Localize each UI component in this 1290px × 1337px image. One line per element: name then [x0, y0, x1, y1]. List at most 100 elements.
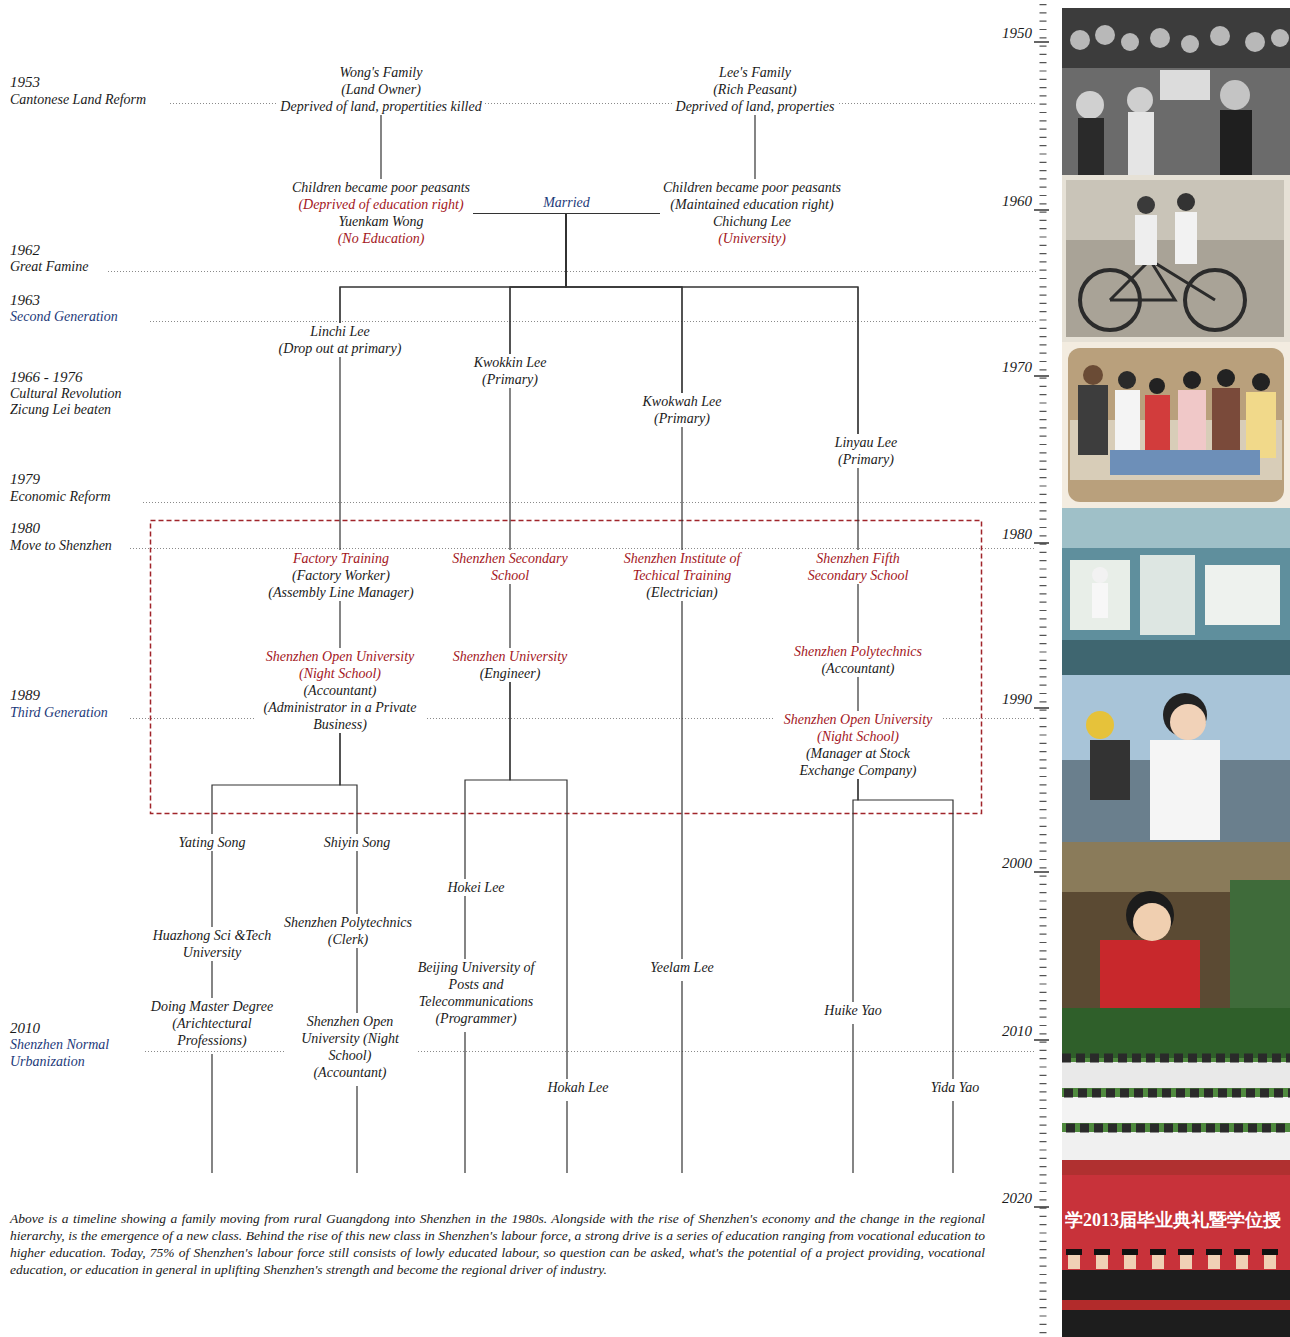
family-member: Yida Yao	[928, 1079, 983, 1096]
member-text: Hokei Lee	[447, 879, 504, 896]
member-text: Chichung Lee	[663, 213, 841, 230]
family-line	[356, 851, 357, 914]
member-text: Yating Song	[179, 834, 246, 851]
photo-text: 学2013届毕业典礼暨学位授	[1065, 1212, 1281, 1229]
event-label: Economic Reform	[10, 488, 111, 505]
member-text: Shenzhen Polytechnics	[794, 643, 922, 660]
member-text: (No Education)	[292, 230, 470, 247]
family-member: Wong's Family(Land Owner)Deprived of lan…	[277, 64, 484, 115]
member-text: Beijing University of Posts and Telecomm…	[411, 959, 541, 1010]
ruler-year: 1960	[1002, 193, 1032, 210]
member-text: Factory Training	[268, 550, 413, 567]
period-line	[108, 104, 1036, 1052]
family-member: Lee's Family(Rich Peasant)Deprived of la…	[673, 64, 838, 115]
member-text: (Assembly Line Manager)	[268, 584, 413, 601]
edge-label: Married	[543, 194, 590, 211]
event-label: Cultural Revolution	[10, 385, 122, 402]
year-label: 2010	[10, 1020, 40, 1037]
member-text: Shenzhen Secondary School	[445, 550, 575, 584]
family-member: Shenzhen Open University (Night School) (…	[255, 648, 426, 733]
member-text: Wong's Family	[280, 64, 481, 81]
ruler-year: 2000	[1002, 855, 1032, 872]
family-line	[509, 584, 510, 648]
member-text: Huike Yao	[824, 1002, 881, 1019]
member-text: (University)	[663, 230, 841, 247]
family-line	[681, 427, 682, 550]
lineage-line	[566, 1101, 567, 1173]
family-member: Doing Master Degree(Arichtectural Profes…	[144, 998, 280, 1049]
archive-photo	[1062, 342, 1290, 508]
family-line	[212, 733, 340, 834]
family-member: Shenzhen University(Engineer)	[450, 648, 571, 682]
lineage-line	[952, 1101, 953, 1173]
member-text: Children became poor peasants	[292, 179, 470, 196]
member-text: Yuenkam Wong	[292, 213, 470, 230]
member-text: (Land Owner)	[280, 81, 481, 98]
event-label: Zicung Lei beaten	[10, 401, 111, 418]
member-text: Huazhong Sci &Tech University	[142, 927, 282, 961]
member-text: Lee's Family	[676, 64, 835, 81]
member-text: Children became poor peasants	[663, 179, 841, 196]
member-text: Shenzhen Open University (Night School)	[258, 648, 423, 682]
member-text: (Engineer)	[453, 665, 568, 682]
family-line	[356, 948, 357, 1013]
family-member: Shenzhen Fifth Secondary School	[785, 550, 931, 584]
caption: Above is a timeline showing a family mov…	[10, 1210, 985, 1278]
family-member: Kwokkin Lee(Primary)	[471, 354, 550, 388]
member-text: (Rich Peasant)	[676, 81, 835, 98]
family-line	[380, 115, 381, 179]
family-member: Children became poor peasants(Maintained…	[660, 179, 844, 247]
family-member: Yating Song	[176, 834, 249, 851]
family-line	[857, 677, 858, 711]
event-label: Move to Shenzhen	[10, 537, 112, 554]
event-label: Cantonese Land Reform	[10, 91, 146, 108]
year-label: 1980	[10, 520, 40, 537]
member-text: (Primary)	[643, 410, 722, 427]
generation-label: Shenzhen Normal Urbanization	[10, 1036, 128, 1070]
archive-photo	[1062, 1175, 1290, 1337]
family-line	[510, 214, 660, 355]
member-text: (Drop out at primary)	[279, 340, 402, 357]
family-line	[473, 214, 682, 394]
family-line	[339, 601, 340, 648]
lineage-line	[681, 981, 682, 1173]
family-member: Children became poor peasants(Deprived o…	[289, 179, 473, 247]
member-text: (Administrator in a Private Business)	[258, 699, 423, 733]
member-text: Shenzhen Open University (Night School)	[288, 1013, 413, 1064]
member-text: Linchi Lee	[279, 323, 402, 340]
member-text: Kwokkin Lee	[474, 354, 547, 371]
member-text: (Primary)	[474, 371, 547, 388]
member-text: (Accountant)	[288, 1064, 413, 1081]
member-text: Deprived of land, propertities killed	[280, 98, 481, 115]
member-text: Hokah Lee	[547, 1079, 608, 1096]
family-line	[857, 584, 858, 643]
year-label: 1989	[10, 687, 40, 704]
member-text: Kwokwah Lee	[643, 393, 722, 410]
archive-photo	[1062, 508, 1290, 675]
family-line	[339, 357, 340, 550]
member-text: Yeelam Lee	[650, 959, 714, 976]
family-line	[464, 896, 465, 959]
family-member: Shenzhen Polytechnics(Accountant)	[791, 643, 925, 677]
ruler-year: 1970	[1002, 359, 1032, 376]
family-member: Shiyin Song	[321, 834, 394, 851]
member-text: Deprived of land, properties	[676, 98, 835, 115]
archive-photo	[1062, 675, 1290, 842]
family-member: Beijing University of Posts and Telecomm…	[408, 959, 544, 1027]
member-text: (Programmer)	[411, 1010, 541, 1027]
year-ruler	[1034, 4, 1049, 1337]
family-member: Shenzhen Secondary School	[442, 550, 578, 584]
member-text: (Electrician)	[612, 584, 752, 601]
archive-photo	[1062, 175, 1290, 342]
year-label: 1966 - 1976	[10, 369, 83, 386]
member-text: Shenzhen Polytechnics	[284, 914, 412, 931]
family-member: Kwokwah Lee(Primary)	[640, 393, 725, 427]
lineage-line	[211, 1054, 212, 1173]
member-text: (Accountant)	[794, 660, 922, 677]
ruler-year: 1950	[1002, 25, 1032, 42]
member-text: Shiyin Song	[324, 834, 391, 851]
ruler-year: 1980	[1002, 526, 1032, 543]
